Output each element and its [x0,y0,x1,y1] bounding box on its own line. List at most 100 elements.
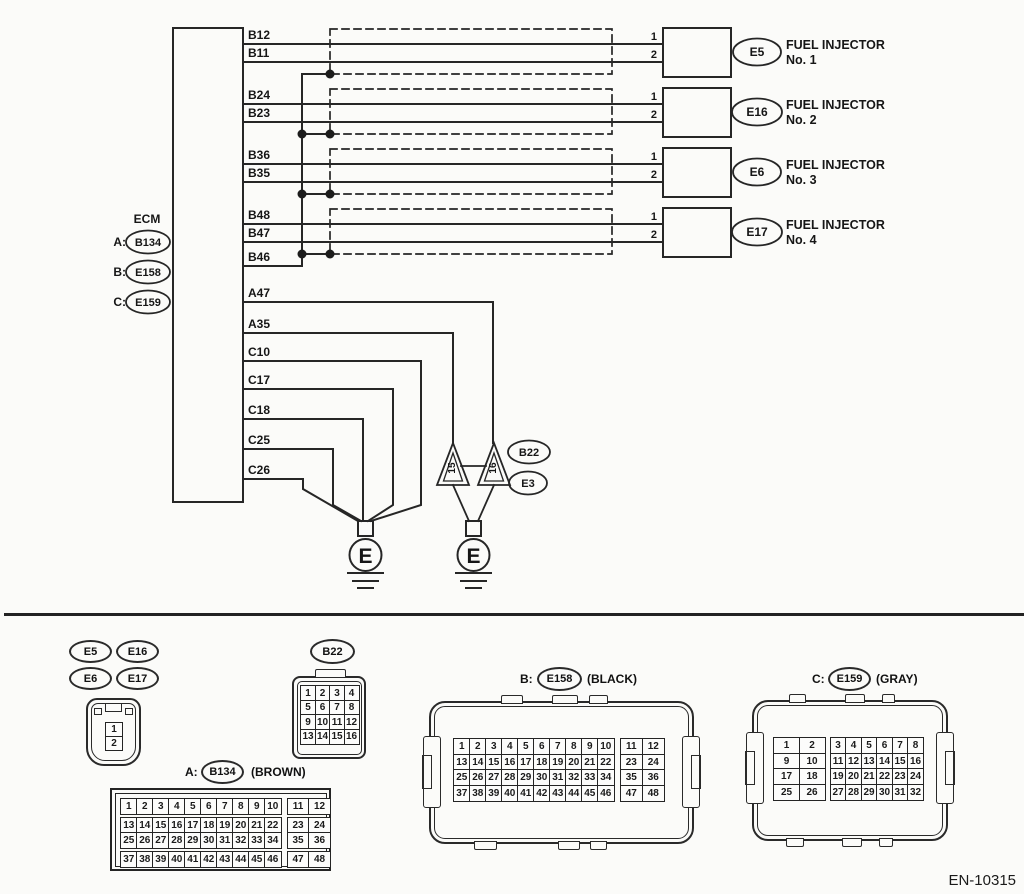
pin-cell: 17 [184,816,202,834]
ecm-ref-prefix: C: [113,295,126,309]
conn-c-bottom-tab [786,838,804,847]
conn-b-top-tab [589,695,608,704]
ref-code: E17 [127,672,148,685]
pin-cell: 8 [565,738,583,755]
joint-connector-16: 16 [476,440,512,486]
conn-c-left-latch [745,732,764,804]
pin-cell: 43 [216,850,234,868]
conn-c-bottom-tab [879,838,893,847]
pin-cell: 36 [308,832,331,849]
pin-cell: 29 [184,832,202,849]
injector-4: 1 2 E17 FUEL INJECTOR No. 4 [651,207,885,258]
injector-plug-ref-e17: E17 [116,667,159,690]
injector-name: FUEL INJECTOR [786,38,885,52]
pin-cell: 8 [907,737,924,754]
pin-cell: 18 [533,753,551,771]
ref-code: E5 [83,645,98,658]
injector-3: 1 2 E6 FUEL INJECTOR No. 3 [651,147,885,198]
ecm-pin-labels: B12 B11 B24 B23 B36 B35 B48 B47 B46 A47 … [248,28,270,477]
pin-cell: 30 [533,769,551,786]
conn-c-top-tab [882,694,895,703]
injector-pin-number: 2 [651,49,657,61]
injector-number: No. 2 [786,113,817,127]
pin-cell: 15 [891,752,909,770]
pin-cell: 24 [641,753,665,771]
pin-cell: 14 [876,752,893,770]
pin-cell: 16 [168,816,186,834]
conn-b-prefix: B: [520,672,533,686]
pin-cell: 40 [168,850,186,868]
pin-cell: 14 [469,753,487,771]
joint-ref-oval [508,470,548,496]
pin-cell: 2 [798,737,826,754]
plug-ear-right [125,708,133,715]
injector-ref-code: E16 [746,105,768,119]
conn-b-ref: E158 [537,667,582,691]
pin-cell: 21 [860,768,878,785]
pin-cell: 13 [860,752,878,770]
injector-ref-oval [732,37,782,67]
ref-code: E16 [127,645,148,658]
pin-cell: 4 [168,798,186,815]
ref-code: E159 [836,673,863,685]
pin-cell: 33 [248,832,266,849]
injector-pin-number: 2 [651,169,657,181]
injector-number: No. 4 [786,233,817,247]
pin-cell: 25 [453,769,471,786]
b22-top-tab [315,669,346,678]
pin-cell: 13 [453,753,471,771]
ref-code: E158 [546,673,573,685]
pin-cell: 38 [469,784,487,802]
ground-label: E [358,545,372,568]
pin-cell: 27 [152,832,170,849]
ecm-connector-refs: A: B134 B: E158 C: E159 [113,229,171,315]
pin-cell: 32 [907,783,924,801]
ground-left: E [347,520,384,589]
pin-label: C10 [248,345,270,359]
conn-b-bottom-tab [558,841,580,850]
document-id: EN-10315 [948,872,1016,889]
pin-cell: 12 [641,738,665,755]
pin-cell: 1 [773,737,800,754]
pin-row: 2 [105,735,123,751]
pin-label: B48 [248,208,270,222]
pin-cell: 1 [120,798,138,815]
pin-cell: 16 [907,752,924,770]
pin-cell: 46 [597,784,615,802]
pin-cell: 34 [264,832,282,849]
pin-cell: 5 [517,738,535,755]
joint-links [451,465,496,523]
pin-cell: 37 [453,784,471,802]
pin-cell: 40 [501,784,519,802]
pin-cell: 25 [773,783,800,801]
pin-cell: 24 [907,768,924,785]
pin-cell: 2 [105,735,123,751]
joint-refs: B22 E3 [507,439,551,496]
joint-number: 16 [488,462,499,474]
pin-cell: 19 [549,753,567,771]
conn-b-left-latch [422,736,441,808]
pin-cell: 44 [232,850,250,868]
conn-c-top-tab [789,694,806,703]
pin-cell: 7 [216,798,234,815]
pin-cell: 21 [248,816,266,834]
pin-cell: 20 [232,816,250,834]
pin-cell: 18 [798,768,826,785]
pin-cell: 4 [845,737,862,754]
pin-cell: 18 [200,816,218,834]
pin-cell: 45 [581,784,599,802]
injector-plug-ref-e5: E5 [69,640,112,663]
pin-cell: 1 [453,738,471,755]
